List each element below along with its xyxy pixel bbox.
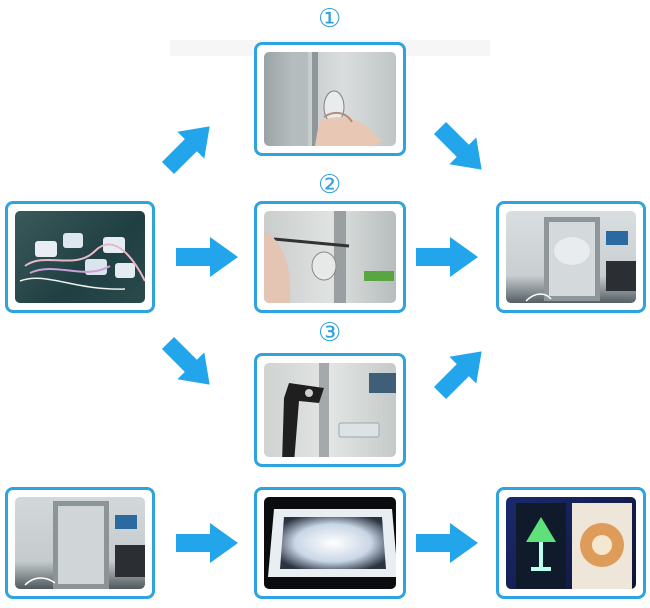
led-modules-photo [15, 211, 145, 303]
arrow-step2-to-assembled [416, 237, 478, 277]
step2-frame [254, 201, 406, 313]
arrow-step1-to-assembled [426, 114, 496, 184]
arrow-modules-to-step3 [154, 329, 224, 399]
step-2-label: ② [318, 170, 342, 200]
step3-clip-photo [264, 363, 396, 457]
empty-box-photo [15, 497, 145, 589]
step2-screw-photo [264, 211, 396, 303]
finished-lightbox-illustration [516, 503, 632, 589]
lit-box-illustration [268, 509, 396, 577]
step2-illustration [264, 211, 394, 303]
assembled-box-frame [496, 201, 646, 313]
finished-lightbox-photo [506, 497, 636, 589]
lit-box-photo [264, 497, 396, 589]
arrow-lit-to-finished [416, 523, 478, 563]
empty-box-illustration [24, 501, 145, 589]
led-modules-frame [5, 201, 155, 313]
lit-box-frame [254, 487, 406, 599]
step3-frame [254, 353, 406, 467]
step3-illustration [282, 363, 396, 457]
finished-lightbox-frame [496, 487, 646, 599]
arrow-modules-to-step2 [176, 237, 238, 277]
step-3-label: ③ [318, 318, 342, 348]
arrow-modules-to-step1 [154, 112, 224, 182]
arrow-step3-to-assembled [426, 337, 496, 407]
step1-illustration [294, 52, 382, 146]
step1-insert-photo [264, 52, 396, 146]
led-modules-illustration [19, 233, 145, 290]
assembled-box-photo [506, 211, 636, 303]
assembled-box-illustration [525, 217, 636, 302]
empty-box-frame [5, 487, 155, 599]
arrow-empty-to-lit [176, 523, 238, 563]
step1-frame [254, 42, 406, 156]
step-1-label: ① [318, 4, 342, 34]
